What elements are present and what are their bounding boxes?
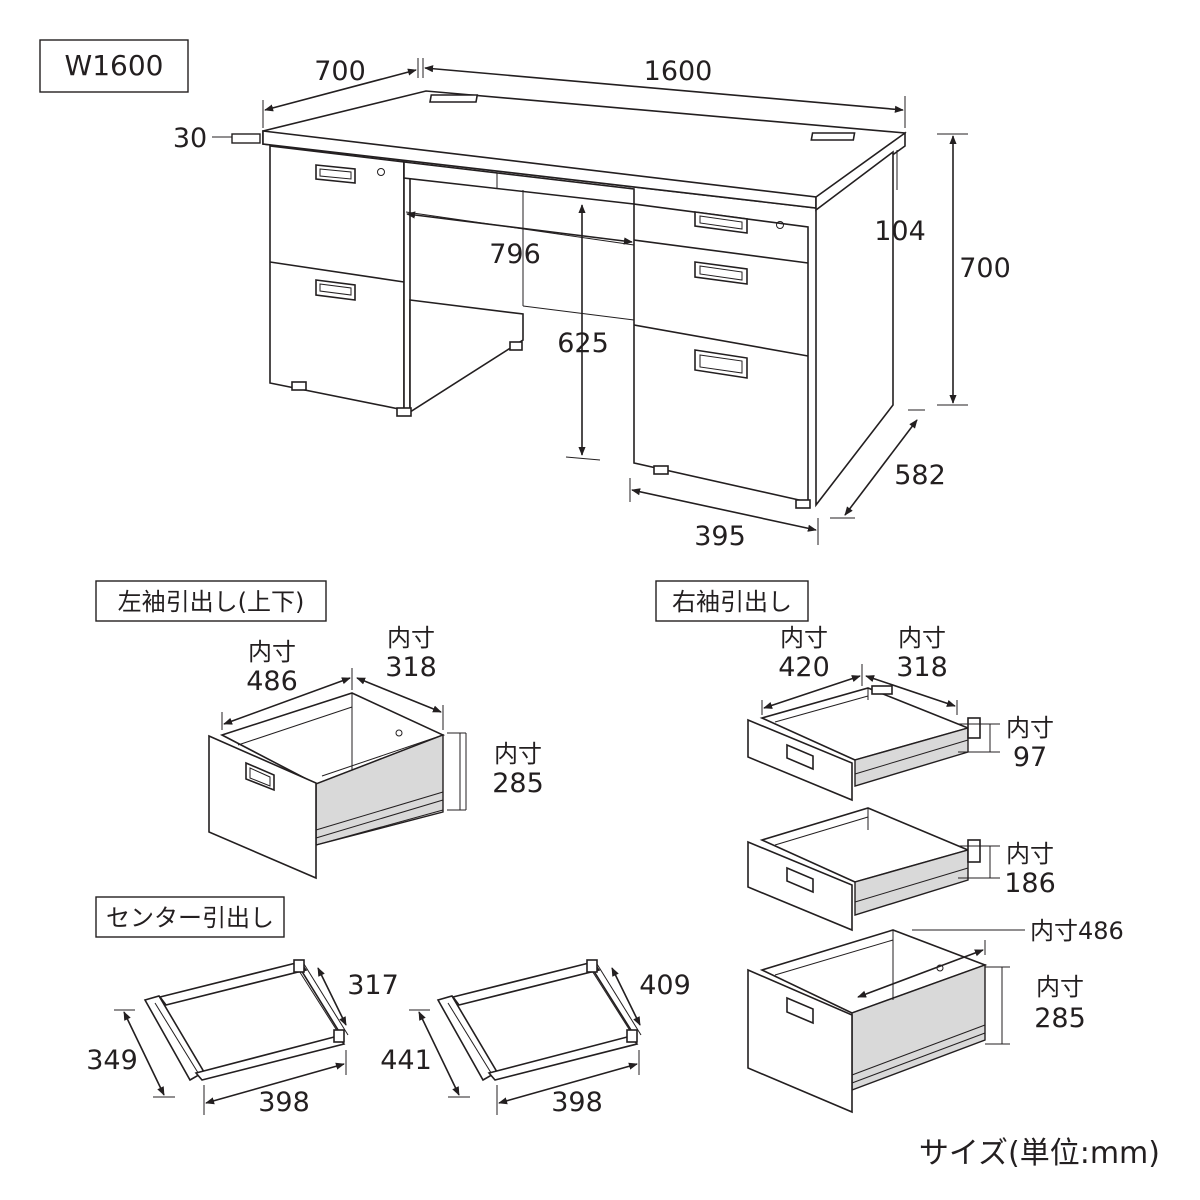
desk-side-panel <box>815 150 894 508</box>
dim-top-depth: 700 <box>314 56 366 87</box>
left-depth-value: 486 <box>246 666 298 697</box>
dim-depth: 582 <box>894 460 946 491</box>
dim-panel-height: 104 <box>874 216 926 247</box>
left-drawer-title-box <box>95 580 327 622</box>
right-h2-label: 内寸 <box>1006 840 1054 868</box>
right-drawer-top <box>747 685 981 802</box>
center-drawer-a <box>143 959 349 1082</box>
center-drawer-title-box <box>95 896 285 938</box>
right-width-value: 318 <box>896 652 948 683</box>
left-height-value: 285 <box>492 768 544 799</box>
dim-total-width: 1600 <box>644 56 713 87</box>
right-h3-label: 内寸 <box>1036 973 1084 1001</box>
unit-note: サイズ(単位:mm) <box>919 1136 1160 1171</box>
center-a-width: 317 <box>347 970 399 1001</box>
center-a-depth: 349 <box>86 1045 138 1076</box>
right-depth-label: 内寸 <box>780 624 828 652</box>
left-width-value: 318 <box>385 652 437 683</box>
right-drawer-bottom-front <box>747 968 853 1114</box>
desk-top-side-edge <box>815 131 906 212</box>
dim-top-thickness: 30 <box>173 123 207 154</box>
right-drawer-title-box <box>655 580 809 622</box>
center-a-length: 398 <box>258 1087 310 1118</box>
right-bottom-depth: 内寸486 <box>1030 917 1124 945</box>
left-pedestal-side <box>409 299 524 414</box>
right-h2-value: 186 <box>1004 868 1056 899</box>
right-h1-value: 97 <box>1013 742 1047 773</box>
right-drawer-bottom <box>747 929 988 1114</box>
center-drawer-b <box>436 959 642 1082</box>
left-pedestal-front <box>269 145 405 411</box>
right-depth-value: 420 <box>778 652 830 683</box>
center-b-length: 398 <box>551 1087 603 1118</box>
dim-total-height: 700 <box>959 253 1011 284</box>
dim-knee-height: 625 <box>557 328 609 359</box>
left-height-label: 内寸 <box>494 740 542 768</box>
dim-center-width: 796 <box>489 239 541 270</box>
left-width-label: 内寸 <box>387 624 435 652</box>
left-drawer-illustration <box>208 692 446 880</box>
dim-pedestal-width: 395 <box>694 521 746 552</box>
center-b-width: 409 <box>639 970 691 1001</box>
center-b-depth: 441 <box>380 1045 432 1076</box>
right-h3-value: 285 <box>1034 1003 1086 1034</box>
left-drawer-title: 左袖引出し(上下) <box>118 588 305 616</box>
center-drawer-title: センター引出し <box>106 904 274 932</box>
model-label-box <box>39 39 189 93</box>
desk-dimensions <box>212 58 968 545</box>
right-width-label: 内寸 <box>898 624 946 652</box>
right-pedestal-front <box>633 203 809 503</box>
right-drawer-title: 右袖引出し <box>672 588 792 616</box>
left-drawer-front <box>208 734 317 880</box>
cable-grommet-left <box>429 94 479 103</box>
right-drawer-middle <box>747 807 981 932</box>
cable-grommet-right <box>810 132 856 141</box>
left-depth-label: 内寸 <box>248 638 296 666</box>
right-h1-label: 内寸 <box>1006 714 1054 742</box>
model-label: W1600 <box>65 49 164 82</box>
desk-illustration <box>262 90 907 509</box>
